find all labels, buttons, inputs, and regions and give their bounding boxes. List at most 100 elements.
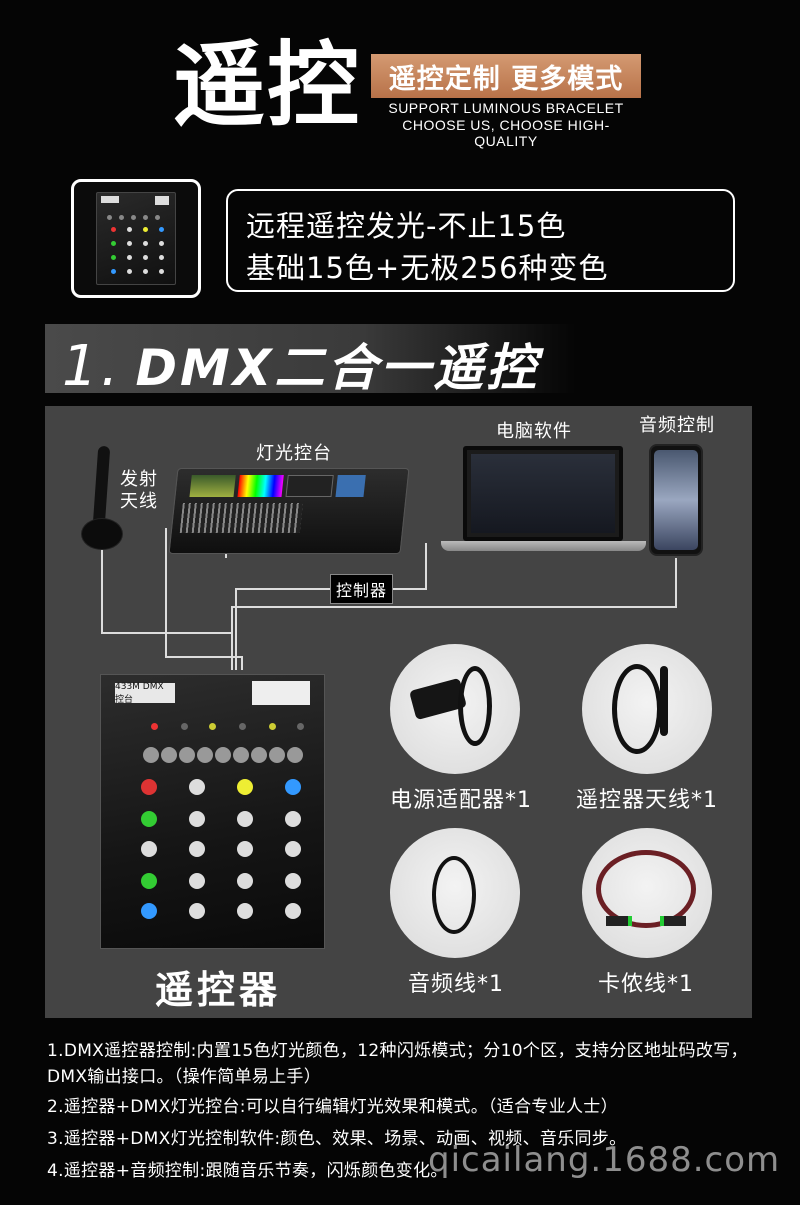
thumb-dot [131,215,136,220]
section-heading: 1.DMX二合一遥控 [62,328,539,400]
thumb-dot [119,215,124,220]
xlr-connector [660,916,686,926]
thumb-dot [159,227,164,232]
color-button [141,841,157,857]
color-button [237,903,253,919]
accessory-label-audio: 音频线*1 [408,972,504,997]
section-title: DMX二合一遥控 [135,339,540,397]
thumb-sticker [101,196,119,203]
thumb-dot [159,269,164,274]
remote-thumbnail [71,179,201,298]
thumb-dot [143,215,148,220]
color-button [141,811,157,827]
wire-pc-drop [235,588,237,670]
thumb-dot [159,241,164,246]
antenna-label: 发射天线 [120,469,158,512]
remote-thumbnail-image [96,192,176,285]
audio-cable-coil [432,856,476,934]
audio-control-label: 音频控制 [639,415,715,436]
color-button [285,841,301,857]
color-button [285,873,301,889]
console-screen [285,475,334,497]
color-button [237,779,253,795]
status-led [239,723,246,730]
zone-button [197,747,213,763]
wire-pc-v [425,543,427,590]
color-button [189,841,205,857]
power-adapter-image [390,644,520,774]
pc-software-label: 电脑软件 [496,421,572,442]
zone-button [251,747,267,763]
adapter-cable [458,666,492,746]
color-button [285,903,301,919]
thumb-sticker-2 [155,196,169,205]
color-button [141,873,157,889]
color-button [285,811,301,827]
accessory-label-antenna: 遥控器天线*1 [576,788,718,813]
color-button [285,779,301,795]
antenna-cable [612,664,662,754]
zone-button [179,747,195,763]
laptop-display [471,454,615,533]
intro-line-2: 基础15色+无极256种变色 [246,251,609,285]
color-button [237,841,253,857]
section-banner [45,324,575,393]
xlr-cable-image [582,828,712,958]
color-button [189,873,205,889]
phone-screen [654,450,698,550]
console-faders [179,503,303,533]
status-led [269,723,276,730]
status-led [181,723,188,730]
zone-button [269,747,285,763]
zone-button [143,747,159,763]
header-subtitle-1: SUPPORT LUMINOUS BRACELET [388,100,624,116]
note-1: 1.DMX遥控器控制:内置15色灯光颜色，12种闪烁模式；分10个区，支持分区地… [47,1041,748,1087]
thumb-dot [127,241,132,246]
wire-console-h [165,656,241,658]
thumb-dot [127,269,132,274]
wire-antenna-v [101,546,103,632]
thumb-dot [127,255,132,260]
thumb-dot [107,215,112,220]
wire-audio-v [675,558,677,606]
status-led [297,723,304,730]
section-number: 1. [62,334,122,399]
controller-label: 控制器 [330,574,394,604]
color-button [237,873,253,889]
remote-controller-image: 433M DMX 控台 [100,674,325,949]
antenna-base [81,518,123,550]
thumb-dot [111,241,116,246]
color-button [141,903,157,919]
wire-audio-h [231,606,677,608]
color-button [189,903,205,919]
wire-audio-drop [231,606,233,670]
remote-sticker-2 [252,681,310,705]
thumb-dot [143,227,148,232]
thumb-dot [111,269,116,274]
remote-sticker: 433M DMX 控台 [115,682,175,705]
color-button [189,811,205,827]
zone-button [287,747,303,763]
thumb-dot [159,255,164,260]
color-button [189,779,205,795]
xlr-cable-coil [596,850,696,928]
console-screen [335,475,366,497]
audio-cable-image [390,828,520,958]
zone-button [215,747,231,763]
wire-console-v [165,528,167,656]
page-title: 遥控 [173,32,362,139]
remote-label: 遥控器 [155,968,282,1012]
header-subtitle-2: CHOOSE US, CHOOSE HIGH-QUALITY [402,117,610,149]
remote-antenna-image [582,644,712,774]
note-3: 3.遥控器+DMX灯光控制软件:颜色、效果、场景、动画、视频、音乐同步。 [47,1129,627,1149]
thumb-dot [143,269,148,274]
note-2: 2.遥控器+DMX灯光控台:可以自行编辑灯光效果和模式。（适合专业人士） [47,1097,618,1117]
console-label: 灯光控台 [256,443,332,464]
antenna-rod [660,666,668,736]
color-button [237,811,253,827]
thumb-dot [143,241,148,246]
zone-button [161,747,177,763]
console-screen [237,475,284,497]
zone-button [233,747,249,763]
thumb-dot [127,227,132,232]
